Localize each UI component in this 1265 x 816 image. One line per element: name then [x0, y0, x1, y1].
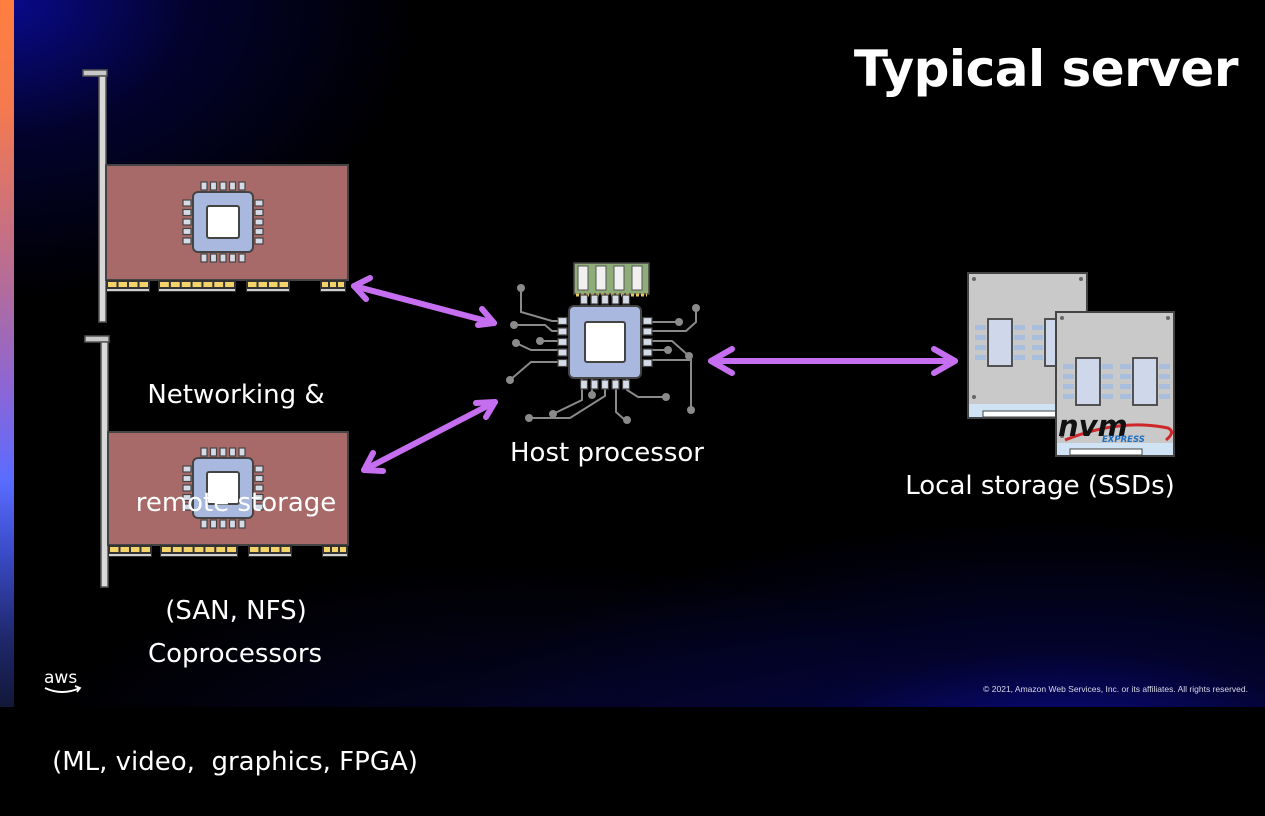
coprocessor-card-icon: [84, 335, 349, 588]
card-chip-icon: [182, 447, 264, 529]
nvme-express-text: EXPRESS: [1102, 435, 1145, 445]
edge-connector: [108, 545, 348, 557]
aws-logo: aws: [42, 666, 86, 700]
server-diagram: nvm EXPRESS: [82, 69, 1175, 588]
host-processor-label: Host processor: [510, 438, 704, 468]
label-line: (SAN, NFS): [165, 596, 307, 626]
arrow-network-to-host: [351, 275, 497, 328]
cpu-chip-icon: [557, 294, 653, 390]
copyright-notice: © 2021, Amazon Web Services, Inc. or its…: [983, 684, 1248, 694]
label-line: Coprocessors: [147, 639, 323, 669]
ssd-front-icon: nvm EXPRESS: [1055, 311, 1175, 457]
nvme-logo: nvm EXPRESS: [1058, 409, 1173, 445]
label-line: remote storage: [135, 488, 337, 518]
label-line: Networking &: [147, 380, 325, 410]
networking-card-icon: [82, 69, 349, 323]
networking-card-label: Networking & remote storage (SAN, NFS): [104, 305, 368, 665]
trace-endpoints: [506, 284, 700, 424]
nvme-text: nvm: [1058, 409, 1128, 443]
label-line: (ML, video, graphics, FPGA): [52, 747, 418, 777]
arrow-host-to-storage: [708, 346, 958, 376]
coprocessor-card-label: Coprocessors (ML, video, graphics, FPGA): [30, 564, 440, 816]
card-chip-icon: [182, 181, 264, 263]
accent-side-bar: [0, 0, 14, 707]
slide-title: Typical server: [853, 40, 1239, 98]
aws-logo-text: aws: [44, 668, 77, 688]
memory-module-icon: [573, 262, 650, 297]
host-processor-icon: [506, 262, 700, 424]
local-storage-label: Local storage (SSDs): [905, 471, 1175, 501]
arrow-coprocessor-to-host: [361, 399, 498, 474]
edge-connector: [106, 280, 346, 292]
